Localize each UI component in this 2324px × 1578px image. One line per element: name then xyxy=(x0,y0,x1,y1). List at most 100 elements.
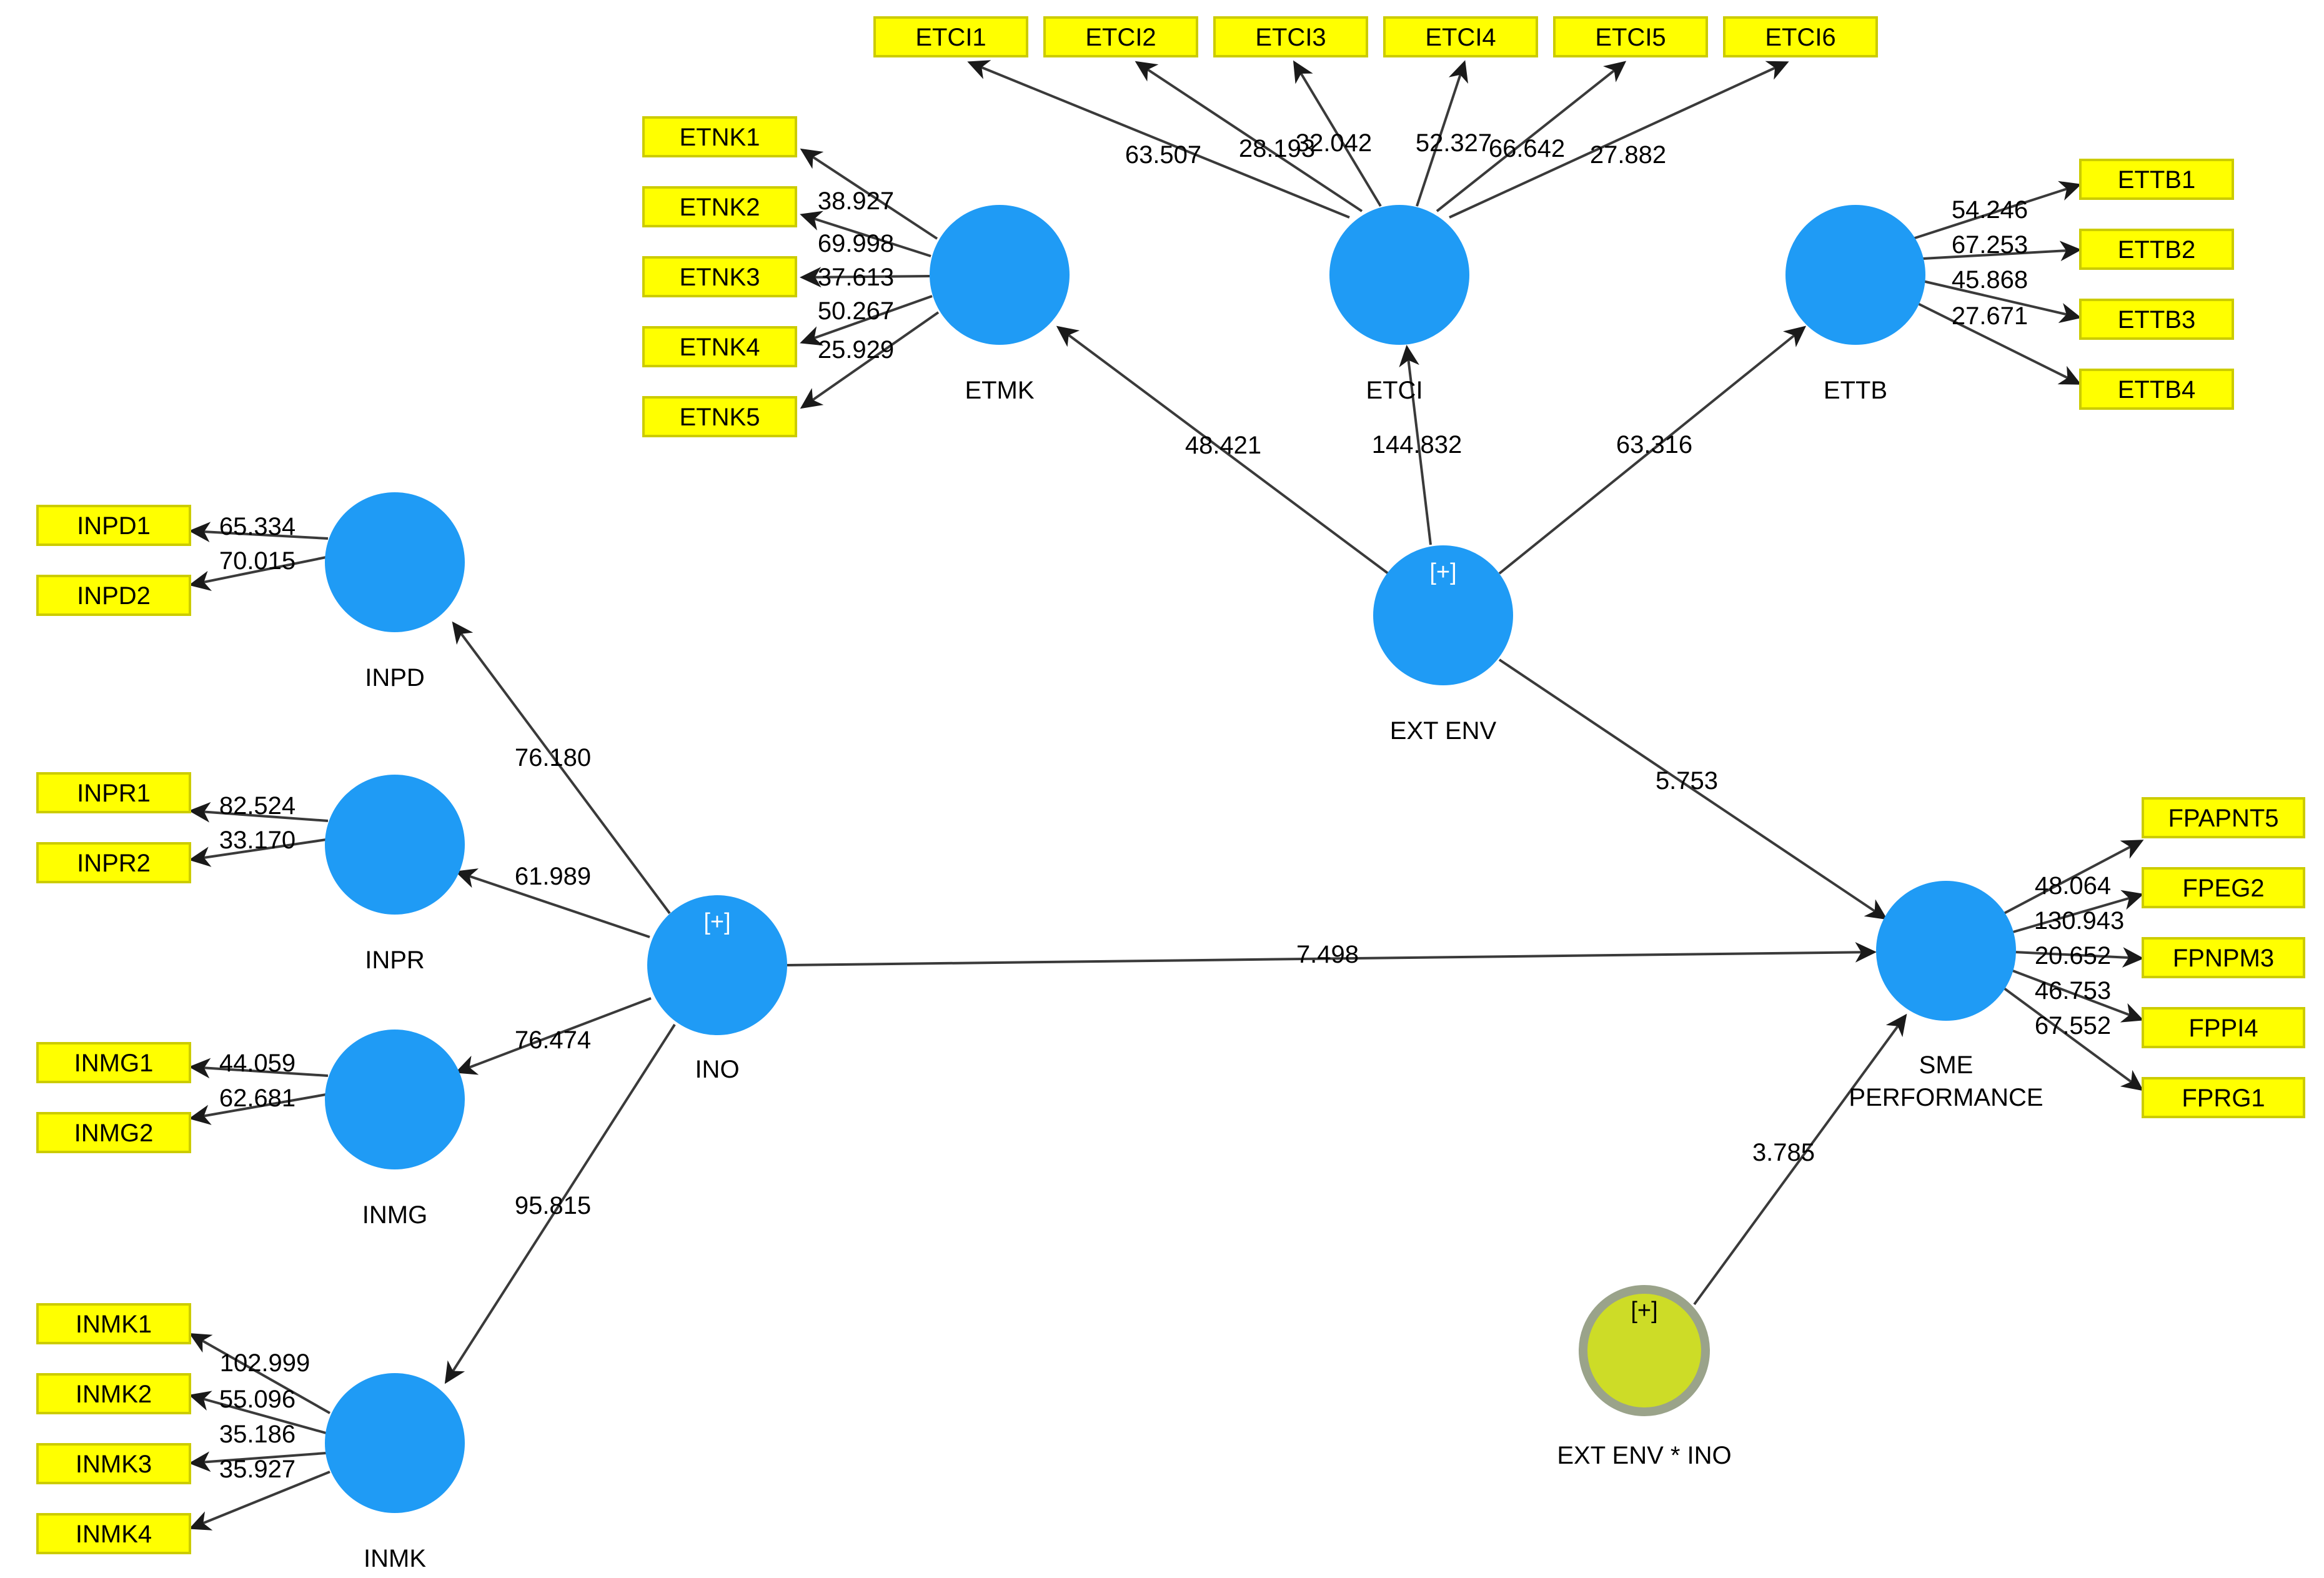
edge-ino-inmk xyxy=(444,1023,676,1384)
indicator-box[interactable]: FPAPNT5 xyxy=(2142,797,2305,838)
coef-ino-inpr: 61.989 xyxy=(515,863,591,890)
plus-marker-ino: [+] xyxy=(703,909,730,935)
indicator-box[interactable]: ETTB2 xyxy=(2079,229,2234,270)
edge-inmg-inmg2 xyxy=(189,1093,327,1125)
indicator-label: ETTB3 xyxy=(2118,306,2195,334)
edge-sme-fppi4 xyxy=(2012,970,2144,1023)
indicator-box[interactable]: INMG1 xyxy=(36,1042,191,1083)
indicator-box[interactable]: ETNK1 xyxy=(642,116,797,157)
indicator-box[interactable]: INMK1 xyxy=(36,1303,191,1344)
indicator-label: ETCI2 xyxy=(1085,24,1156,51)
indicator-label: INPR1 xyxy=(77,780,151,807)
edge-etmk-etnk1 xyxy=(800,148,938,240)
indicator-label: ETCI4 xyxy=(1425,24,1496,51)
indicator-label: INMG2 xyxy=(74,1119,154,1147)
indicator-box[interactable]: ETNK3 xyxy=(642,256,797,297)
indicator-box[interactable]: ETCI3 xyxy=(1213,16,1368,57)
coef-fpapnt5: 48.064 xyxy=(2035,872,2111,900)
indicator-box[interactable]: FPNPM3 xyxy=(2142,937,2305,978)
indicator-label: FPPI4 xyxy=(2188,1015,2258,1042)
edge-inpr-inpr1 xyxy=(189,801,329,823)
edge-moderator-sme xyxy=(1693,1013,1907,1306)
edge-etmk-etnk4 xyxy=(800,295,933,346)
edge-ino-inpd xyxy=(452,621,671,915)
indicator-box[interactable]: INMK2 xyxy=(36,1373,191,1414)
indicator-box[interactable]: FPRG1 xyxy=(2142,1077,2305,1118)
indicator-box[interactable]: FPPI4 xyxy=(2142,1007,2305,1048)
construct-ext-env[interactable]: [+] EXT ENV xyxy=(1373,545,1513,745)
coef-ettb1: 54.246 xyxy=(1952,196,2028,224)
indicator-box[interactable]: INPD1 xyxy=(36,505,191,546)
indicator-box[interactable]: ETTB3 xyxy=(2079,299,2234,340)
indicator-box[interactable]: ETTB1 xyxy=(2079,159,2234,200)
construct-sme-performance[interactable]: SME PERFORMANCE xyxy=(1849,881,2043,1111)
edge-ino-sme xyxy=(787,941,1877,966)
edge-ettb-ettb2 xyxy=(1922,241,2082,262)
edges-inmg-loadings: 44.059 62.681 xyxy=(189,1050,329,1125)
edge-inmk-inmk4 xyxy=(189,1471,330,1531)
indicator-box[interactable]: ETNK2 xyxy=(642,186,797,227)
indicator-box[interactable]: INPR2 xyxy=(36,842,191,883)
edge-ettb-ettb1 xyxy=(1912,181,2082,240)
indicator-box[interactable]: INPD2 xyxy=(36,575,191,616)
construct-inmg[interactable]: INMG xyxy=(325,1030,465,1229)
edges-inpd-loadings: 65.334 70.015 xyxy=(189,513,329,592)
indicator-label: INPR2 xyxy=(77,850,151,877)
indicator-label: INPD1 xyxy=(77,512,151,540)
edge-ino-inmg xyxy=(455,997,652,1075)
edges-ettb-loadings: 54.246 67.253 45.868 27.671 xyxy=(1912,181,2082,385)
construct-label-inpr: INPR xyxy=(365,946,425,974)
indicator-box[interactable]: ETCI4 xyxy=(1383,16,1538,57)
construct-moderator-ext-env-x-ino[interactable]: [+] EXT ENV * INO xyxy=(1557,1285,1732,1469)
coef-inpd2: 70.015 xyxy=(219,547,295,575)
indicator-box[interactable]: ETCI5 xyxy=(1553,16,1708,57)
edge-etmk-etnk5 xyxy=(800,311,940,409)
edge-etci-etci4 xyxy=(1416,60,1469,207)
indicator-label: FPEG2 xyxy=(2182,875,2264,902)
edge-inmk-inmk2 xyxy=(189,1391,327,1434)
coef-inmk1: 102.999 xyxy=(220,1349,310,1377)
construct-etmk[interactable]: ETMK xyxy=(930,205,1070,404)
edge-ettb-ettb3 xyxy=(1922,280,2082,324)
construct-inmk[interactable]: INMK xyxy=(325,1373,465,1572)
indicator-box[interactable]: INMK3 xyxy=(36,1443,191,1484)
coef-ext-etmk: 48.421 xyxy=(1185,432,1261,459)
edge-sme-fpapnt5 xyxy=(2004,840,2144,915)
construct-ettb[interactable]: ETTB xyxy=(1785,205,1925,404)
construct-inpr[interactable]: INPR xyxy=(325,775,465,974)
indicator-box[interactable]: ETCI2 xyxy=(1043,16,1198,57)
indicator-box[interactable]: ETCI1 xyxy=(873,16,1028,57)
indicator-group-inmk: INMK1 INMK2 INMK3 INMK4 xyxy=(36,1303,191,1554)
coef-etci2: 28.193 xyxy=(1239,135,1315,162)
indicator-box[interactable]: ETCI6 xyxy=(1723,16,1878,57)
indicator-box[interactable]: INPR1 xyxy=(36,772,191,813)
coef-etnk2: 69.998 xyxy=(818,230,894,257)
construct-label-etci: ETCI xyxy=(1366,377,1423,404)
indicator-group-sme: FPAPNT5 FPEG2 FPNPM3 FPPI4 FPRG1 xyxy=(2142,797,2305,1118)
coef-ino-inmg: 76.474 xyxy=(515,1026,591,1054)
indicator-label: FPNPM3 xyxy=(2173,945,2274,972)
coef-etci5: 66.642 xyxy=(1489,135,1565,162)
indicator-box[interactable]: ETNK5 xyxy=(642,396,797,437)
coef-inmk2: 55.096 xyxy=(219,1386,295,1413)
plus-marker-ext-env: [+] xyxy=(1429,559,1456,585)
indicator-label: INPD2 xyxy=(77,582,151,610)
edge-etci-etci1 xyxy=(967,60,1350,219)
construct-ino[interactable]: [+] INO xyxy=(647,895,787,1083)
construct-etci[interactable]: ETCI xyxy=(1329,205,1469,404)
edges-etci-loadings: 63.507 28.193 32.042 52.327 66.642 27.88… xyxy=(967,60,1789,219)
edges-etmk-loadings: 38.927 69.998 37.613 50.267 25.929 xyxy=(800,148,940,409)
coef-ino-inmk: 95.815 xyxy=(515,1192,591,1219)
construct-label-inpd: INPD xyxy=(365,664,425,692)
indicator-label: INMK4 xyxy=(76,1521,152,1548)
indicator-box[interactable]: ETTB4 xyxy=(2079,369,2234,410)
indicator-box[interactable]: INMK4 xyxy=(36,1513,191,1554)
construct-inpd[interactable]: INPD xyxy=(325,492,465,692)
indicator-box[interactable]: INMG2 xyxy=(36,1112,191,1153)
coef-ettb4: 27.671 xyxy=(1952,302,2028,330)
coef-etnk3: 37.613 xyxy=(818,264,894,291)
indicator-box[interactable]: FPEG2 xyxy=(2142,867,2305,908)
indicator-box[interactable]: ETNK4 xyxy=(642,326,797,367)
coef-ino-inpd: 76.180 xyxy=(515,744,591,772)
